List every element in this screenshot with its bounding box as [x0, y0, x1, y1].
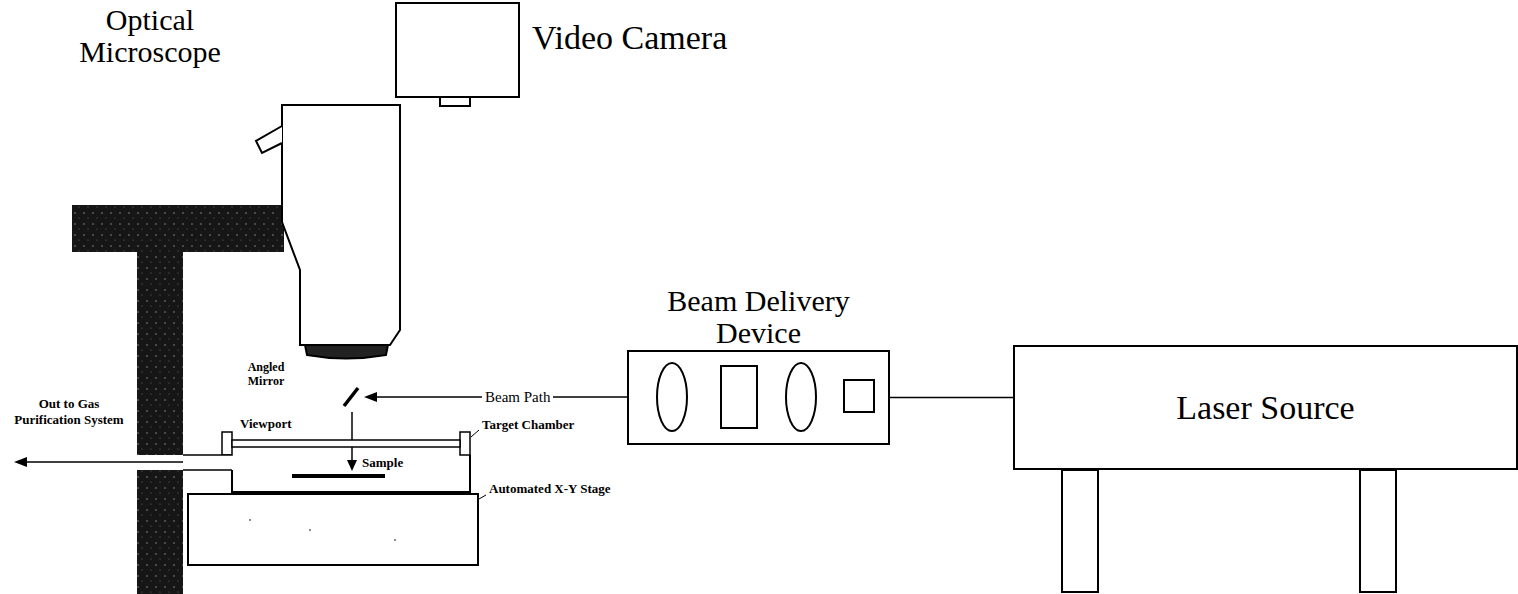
box-text: Laser Source [1166, 390, 1364, 426]
beam-down-arrowhead [347, 460, 357, 471]
pipe-wall [183, 469, 232, 471]
camera-coupler [440, 97, 470, 106]
part-label: Optical Microscope [60, 4, 240, 67]
beam-connector [890, 397, 1013, 398]
optical-element [844, 380, 874, 412]
stage-speck [309, 529, 311, 531]
part-label: Out to Gas Purification System [10, 396, 128, 427]
chamber-wall [232, 455, 470, 492]
part-label: Sample [362, 456, 403, 470]
viewport-window [232, 440, 460, 447]
chamber-left-post [222, 432, 232, 455]
lens [786, 363, 816, 431]
leader-line [479, 495, 486, 499]
laser-leg [1062, 470, 1098, 592]
beam-arrowhead [364, 392, 377, 402]
xy-stage [188, 494, 478, 565]
gas-outlet-arrowhead [14, 457, 27, 467]
connector-line [890, 397, 1013, 399]
camera-box: Video Camera [395, 2, 520, 98]
box-text: Video Camera [532, 20, 727, 56]
pipe-wall [183, 454, 232, 456]
beam-down-line [351, 412, 353, 462]
stage-speck [249, 519, 251, 521]
stage-speck [394, 539, 396, 541]
optical-element [721, 366, 757, 428]
part-label: Target Chamber [482, 418, 574, 432]
chamber-right-post [460, 432, 470, 455]
laser-source-box: Laser Source [1013, 345, 1518, 470]
lens [657, 363, 687, 431]
stand-arm [72, 205, 284, 252]
part-label: Viewport [240, 417, 292, 431]
box-text: Beam Delivery Device [639, 285, 879, 348]
part-label: Angled Mirror [234, 360, 298, 389]
part-label: Automated X-Y Stage [489, 482, 611, 496]
eyepiece [256, 126, 282, 153]
beam-delivery-box: Beam Delivery Device [627, 350, 890, 445]
laser-leg [1360, 470, 1396, 592]
angled-mirror [344, 388, 358, 406]
objective-lens [305, 345, 388, 359]
microscope-body [282, 105, 400, 345]
gas-outlet-arrow [26, 461, 183, 463]
stand-post [137, 205, 183, 594]
sample-piece [292, 474, 385, 478]
beam-label: Beam Path [482, 388, 553, 406]
leader-line [471, 430, 479, 437]
optics-drawing [629, 352, 888, 443]
